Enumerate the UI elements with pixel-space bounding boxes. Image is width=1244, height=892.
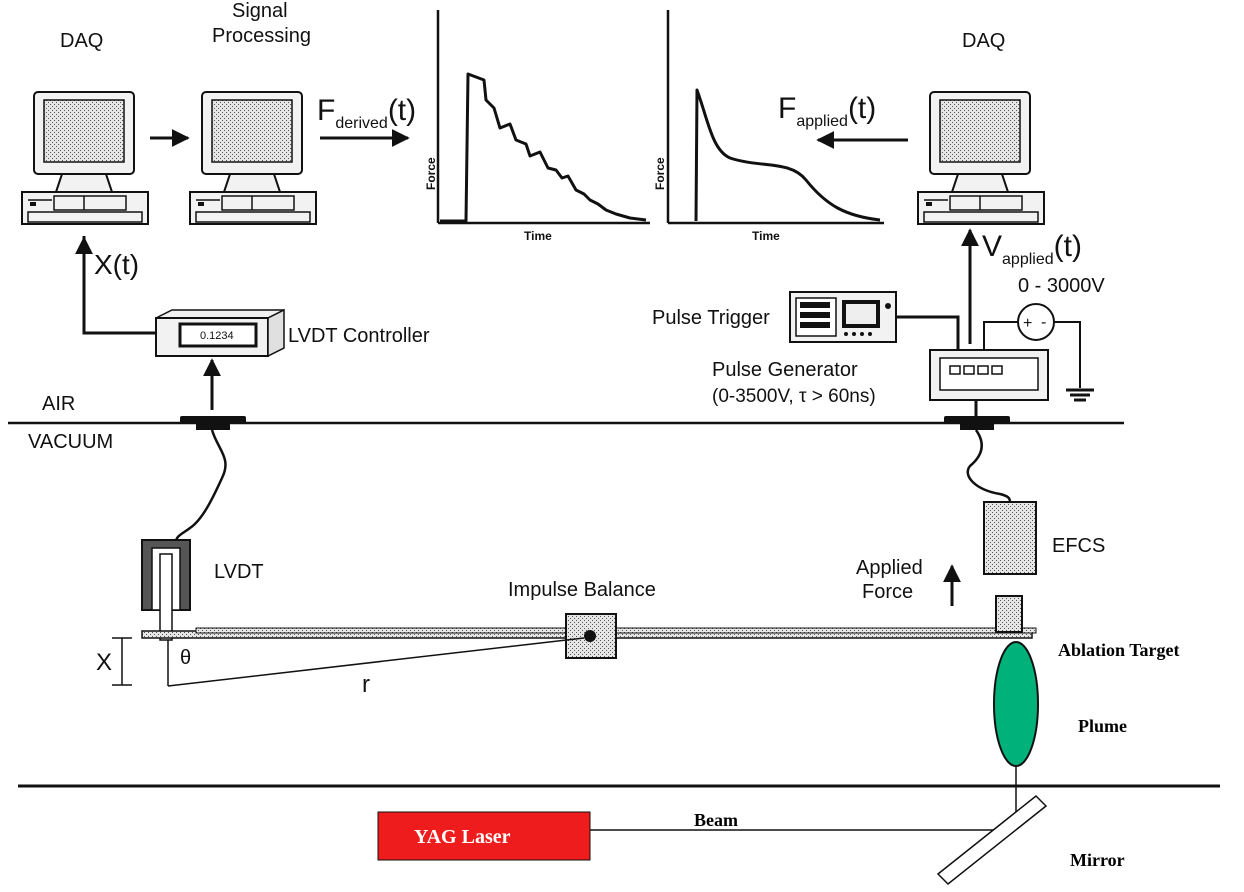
- beam-label: Beam: [694, 810, 738, 830]
- yag-laser-label: YAG Laser: [414, 826, 511, 848]
- pivot-point-icon: [584, 630, 596, 642]
- daq-right-label: DAQ: [962, 30, 1005, 52]
- pulse-trigger-label: Pulse Trigger: [652, 307, 770, 329]
- r-radius-line: [167, 637, 585, 687]
- pulse-generator-device: [929, 349, 1049, 401]
- signal-processing-computer: [189, 91, 317, 225]
- right-feedthrough: [944, 416, 1010, 424]
- applied-force-label-2: Force: [862, 581, 913, 603]
- lvdt-display-value: 0.1234: [200, 330, 234, 342]
- xt-label: X(t): [94, 249, 139, 280]
- plot-derived-force: Force Time: [424, 10, 650, 243]
- lvdt-cable: [174, 429, 227, 543]
- x-displacement-label: X: [96, 649, 112, 676]
- plume-label: Plume: [1078, 716, 1127, 736]
- theta-label: θ: [180, 647, 191, 669]
- left-feedthrough: [180, 416, 246, 424]
- ground-icon: [1066, 388, 1094, 402]
- lvdt-controller: 0.1234: [155, 308, 285, 358]
- right-feedthrough-base: [960, 424, 994, 430]
- voltage-source-minus: -: [1041, 314, 1046, 331]
- ablation-target-label: Ablation Target: [1058, 640, 1180, 660]
- signal-processing-label-2: Processing: [212, 25, 311, 47]
- voltage-source-plus: +: [1023, 315, 1032, 332]
- vacuum-label: VACUUM: [28, 431, 113, 453]
- plot2-y-label: Force: [653, 157, 667, 190]
- plot1-y-label: Force: [424, 157, 438, 190]
- applied-force-label-1: Applied: [856, 557, 923, 579]
- ground-wire: [1054, 321, 1081, 388]
- pulse-generator-label-1: Pulse Generator: [712, 359, 858, 381]
- plot1-curve: [440, 72, 647, 223]
- voltage-source-wire: [983, 321, 1018, 350]
- pulse-trigger-device: [789, 291, 897, 343]
- efcs-block: [983, 501, 1037, 575]
- lvdt-sensor: [141, 539, 191, 641]
- pulse-generator-label-2: (0-3500V, τ > 60ns): [712, 386, 876, 407]
- daq-left-computer: [21, 91, 149, 225]
- plot1-x-label: Time: [524, 229, 552, 243]
- mirror-label: Mirror: [1070, 850, 1125, 870]
- plot-applied-force: Force Time: [653, 10, 884, 243]
- voltage-range-label: 0 - 3000V: [1018, 275, 1105, 297]
- daq-left-label: DAQ: [60, 30, 103, 52]
- f-derived-label: Fderived(t): [317, 94, 416, 132]
- lvdt-controller-label: LVDT Controller: [288, 325, 430, 347]
- lvdt-label: LVDT: [214, 561, 264, 583]
- signal-processing-label-1: Signal: [232, 0, 288, 22]
- v-applied-label: Vapplied(t): [982, 230, 1082, 268]
- trigger-wire: [896, 315, 960, 350]
- r-label: r: [362, 671, 370, 698]
- plume-ellipse: [993, 641, 1039, 767]
- left-feedthrough-base: [196, 424, 230, 430]
- ablation-target-block: [995, 595, 1023, 633]
- yag-laser-box: [377, 811, 591, 861]
- daq-right-computer: [917, 91, 1045, 225]
- f-applied-label: Fapplied(t): [778, 92, 876, 130]
- impulse-balance-label: Impulse Balance: [508, 579, 656, 601]
- plot2-x-label: Time: [752, 229, 780, 243]
- efcs-cable: [966, 429, 1012, 503]
- efcs-label: EFCS: [1052, 535, 1105, 557]
- air-label: AIR: [42, 393, 75, 415]
- plot2-curve: [694, 88, 881, 222]
- mirror-icon: [936, 794, 1048, 886]
